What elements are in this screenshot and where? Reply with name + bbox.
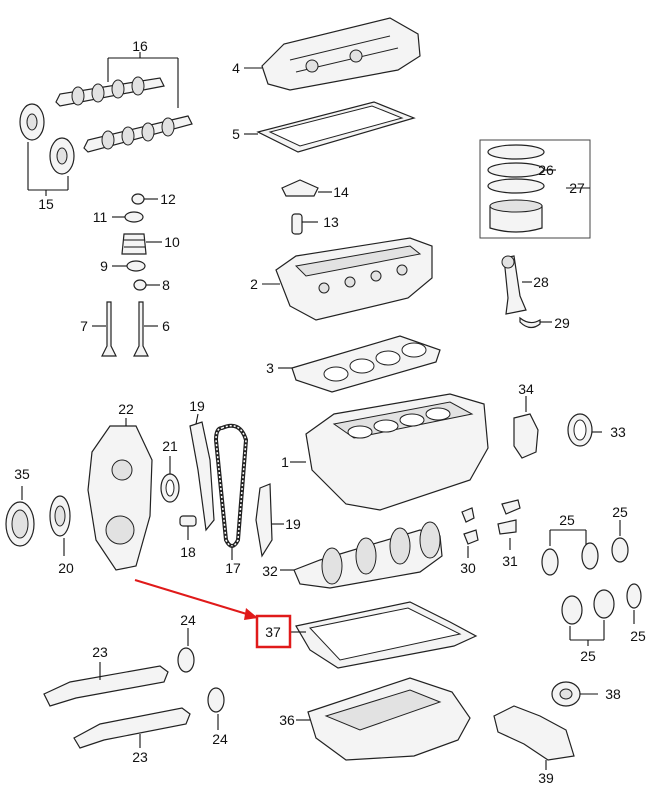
label-35: 35 xyxy=(14,466,30,482)
label-15: 15 xyxy=(38,196,54,212)
callout-labels: 16 15 4 5 14 13 12 11 10 9 8 7 6 2 3 26 … xyxy=(14,38,646,786)
label-23-bottom: 23 xyxy=(132,749,148,765)
label-7: 7 xyxy=(80,318,88,334)
engine-block xyxy=(290,393,489,511)
oil-seals xyxy=(513,396,602,459)
label-36: 36 xyxy=(279,712,295,728)
connecting-rod xyxy=(501,255,552,329)
label-14: 14 xyxy=(333,184,349,200)
valve-train-components xyxy=(92,193,162,357)
label-24-top: 24 xyxy=(180,612,196,628)
cylinder-head xyxy=(262,237,433,321)
camshafts xyxy=(19,52,193,196)
label-27: 27 xyxy=(569,180,585,196)
crankshaft xyxy=(280,521,443,589)
label-8: 8 xyxy=(162,277,170,293)
label-4: 4 xyxy=(232,60,240,76)
valve-cover-gasket xyxy=(244,101,416,153)
highlight-arrow xyxy=(134,579,258,620)
label-11: 11 xyxy=(93,209,108,225)
chain-tensioner xyxy=(179,515,197,540)
label-21: 21 xyxy=(162,438,178,454)
oil-pan xyxy=(296,677,471,761)
highlight-box xyxy=(255,614,292,649)
label-24-bottom: 24 xyxy=(212,731,228,747)
label-37: 37 xyxy=(265,624,281,640)
label-19-right: 19 xyxy=(285,516,301,532)
label-18: 18 xyxy=(180,544,196,560)
label-13: 13 xyxy=(323,214,339,230)
label-9: 9 xyxy=(100,258,108,274)
timing-chain-guides xyxy=(189,413,284,560)
head-gasket xyxy=(278,335,441,393)
label-19-top: 19 xyxy=(189,398,205,414)
label-25-b: 25 xyxy=(612,504,628,520)
label-34: 34 xyxy=(518,381,534,397)
label-23-top: 23 xyxy=(92,644,108,660)
label-31: 31 xyxy=(502,553,518,569)
label-1: 1 xyxy=(281,454,289,470)
label-17: 17 xyxy=(225,560,241,576)
label-32: 32 xyxy=(262,563,278,579)
label-2: 2 xyxy=(250,276,258,292)
label-5: 5 xyxy=(232,126,240,142)
balance-shafts xyxy=(43,628,225,749)
label-3: 3 xyxy=(266,360,274,376)
valve-cover xyxy=(244,17,421,91)
label-39: 39 xyxy=(538,770,554,786)
label-20: 20 xyxy=(58,560,74,576)
label-16: 16 xyxy=(132,38,148,54)
piston-and-rings xyxy=(479,139,591,239)
main-bearings xyxy=(461,499,521,558)
label-29: 29 xyxy=(554,315,570,331)
label-26: 26 xyxy=(538,162,554,178)
rod-bearings xyxy=(541,520,642,646)
oil-pump xyxy=(493,681,598,770)
label-6: 6 xyxy=(162,318,170,334)
label-28: 28 xyxy=(533,274,549,290)
label-25-d: 25 xyxy=(580,648,596,664)
label-12: 12 xyxy=(160,191,176,207)
label-25-a: 25 xyxy=(559,512,575,528)
label-22: 22 xyxy=(118,401,134,417)
label-30: 30 xyxy=(460,560,476,576)
front-seal xyxy=(160,456,180,503)
oil-pan-gasket xyxy=(290,601,478,669)
crankshaft-pulley xyxy=(5,486,71,556)
label-33: 33 xyxy=(610,424,626,440)
label-10: 10 xyxy=(164,234,180,250)
timing-cover xyxy=(87,418,153,571)
label-38: 38 xyxy=(605,686,621,702)
rocker-arm-and-lash-adjuster xyxy=(281,179,332,235)
label-25-c: 25 xyxy=(630,628,646,644)
